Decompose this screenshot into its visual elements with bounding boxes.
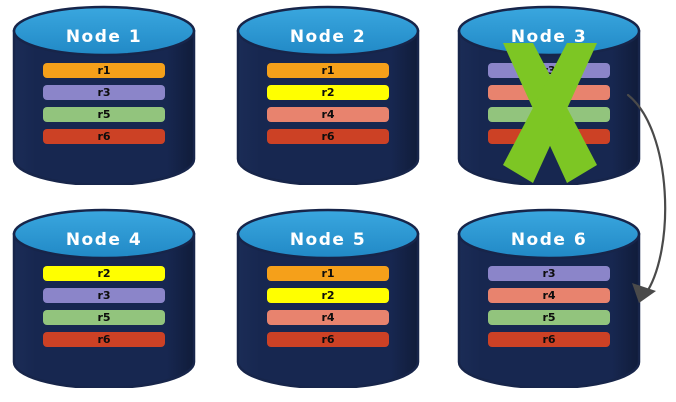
replica-r1[interactable]: r1 [267,266,389,281]
replica-r6[interactable]: r6 [488,129,610,144]
replica-r4[interactable]: r4 [488,85,610,100]
replica-r2[interactable]: r2 [267,288,389,303]
node-1-replica-list: r1 r3 r5 r6 [43,63,165,151]
replica-r1[interactable]: r1 [267,63,389,78]
node-2-replica-list: r1 r2 r4 r6 [267,63,389,151]
replica-r3[interactable]: r3 [43,85,165,100]
replica-r4[interactable]: r4 [267,310,389,325]
replica-r4[interactable]: r4 [267,107,389,122]
replica-r2[interactable]: r2 [267,85,389,100]
replica-r6[interactable]: r6 [43,129,165,144]
replica-r3[interactable]: r3 [43,288,165,303]
replica-r5[interactable]: r5 [488,310,610,325]
node-5-replica-list: r1 r2 r4 r6 [267,266,389,354]
replica-r5[interactable]: r5 [488,107,610,122]
replica-r6[interactable]: r6 [488,332,610,347]
replica-r3[interactable]: r3 [488,63,610,78]
replica-r6[interactable]: r6 [267,129,389,144]
node-4-replica-list: r2 r3 r5 r6 [43,266,165,354]
replica-r5[interactable]: r5 [43,310,165,325]
replica-r3[interactable]: r3 [488,266,610,281]
replica-r2[interactable]: r2 [43,266,165,281]
replica-r5[interactable]: r5 [43,107,165,122]
replica-r6[interactable]: r6 [267,332,389,347]
replica-r4[interactable]: r4 [488,288,610,303]
node-6-replica-list: r3 r4 r5 r6 [488,266,610,354]
node-3-replica-list: r3 r4 r5 r6 [488,63,610,151]
replica-r1[interactable]: r1 [43,63,165,78]
replica-r6[interactable]: r6 [43,332,165,347]
